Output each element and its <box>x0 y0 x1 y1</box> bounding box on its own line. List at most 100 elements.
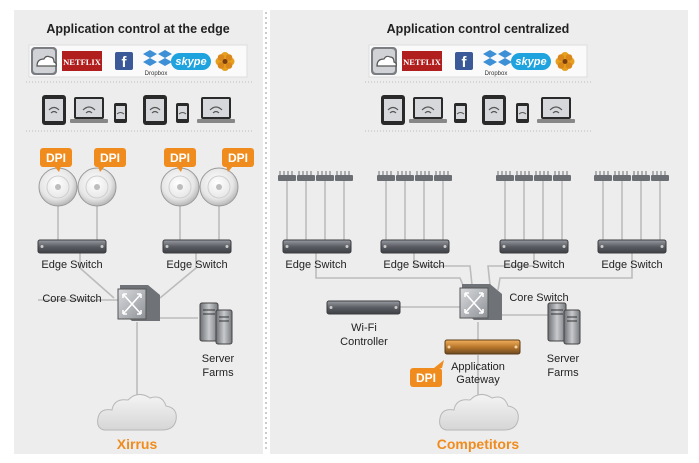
skype-logo: skype <box>511 53 551 70</box>
left-device-row <box>42 95 235 125</box>
laptop-icon <box>197 97 235 123</box>
small-access-point-icon <box>651 171 669 181</box>
dpi-badge: DPI <box>164 148 196 172</box>
svg-text:DPI: DPI <box>100 151 120 165</box>
edge-switch-label: Edge Switch <box>503 259 564 271</box>
app-row-bg <box>28 44 248 78</box>
core-switch-label: Core Switch <box>42 293 101 305</box>
left-core-switch: Core Switch <box>42 285 160 321</box>
svg-text:Dropbox: Dropbox <box>485 71 508 77</box>
small-access-point-icon <box>316 171 334 181</box>
dpi-badge: DPI <box>40 148 72 172</box>
right-heading: Application control centralized <box>387 22 570 36</box>
wifi-controller-label: Controller <box>340 336 388 348</box>
dropbox-logo: Dropbox <box>483 50 512 77</box>
right-panel <box>270 10 688 454</box>
left-edge-switch-2: Edge Switch <box>162 239 232 271</box>
small-access-point-icon <box>613 171 631 181</box>
skype-logo: skype <box>171 53 211 70</box>
server-label: Farms <box>202 367 234 379</box>
left-edge-switch-1: Edge Switch <box>37 239 107 271</box>
flower-icon <box>215 52 235 71</box>
right-app-row: NETFLIX f Dropbox skype <box>368 44 588 78</box>
server-icon <box>547 302 581 345</box>
edge-switch-label: Edge Switch <box>285 259 346 271</box>
application-gateway: Application Gateway <box>444 339 521 386</box>
left-links <box>38 205 220 400</box>
server-label: Server <box>547 353 580 365</box>
cloud-icon <box>439 394 519 431</box>
left-footer-label: Xirrus <box>117 436 158 452</box>
small-access-point-icon <box>534 171 552 181</box>
svg-text:skype: skype <box>175 56 206 68</box>
left-heading: Application control at the edge <box>46 22 229 36</box>
right-edge-switch-4: Edge Switch <box>597 239 667 271</box>
right-edge-switch-2: Edge Switch <box>380 239 450 271</box>
netflix-logo: NETFLIX <box>402 51 442 71</box>
wifi-controller: Wi-Fi Controller <box>326 300 401 348</box>
phone-icon <box>516 103 529 123</box>
svg-text:NETFLIX: NETFLIX <box>403 57 442 67</box>
svg-text:f: f <box>462 54 468 71</box>
svg-text:DPI: DPI <box>416 371 436 385</box>
access-point-icon <box>77 167 117 207</box>
svg-text:f: f <box>122 54 128 71</box>
dropbox-logo: Dropbox <box>143 50 172 77</box>
edge-switch-label: Edge Switch <box>383 259 444 271</box>
small-access-point-icon <box>632 171 650 181</box>
left-app-row: NETFLIX f Dropbox skype <box>28 44 248 78</box>
tablet-icon <box>482 95 506 125</box>
right-edge-switch-1: Edge Switch <box>282 239 352 271</box>
right-access-points <box>278 171 669 181</box>
icloud-icon <box>371 47 397 75</box>
phone-icon <box>114 103 127 123</box>
tablet-icon <box>42 95 66 125</box>
netflix-logo: NETFLIX <box>62 51 102 71</box>
icloud-icon <box>31 47 57 75</box>
right-core-switch: Core Switch <box>459 284 569 320</box>
right-device-row <box>381 95 575 125</box>
facebook-logo: f <box>115 52 133 71</box>
dpi-badge: DPI <box>222 148 254 172</box>
access-point-icon <box>199 167 239 207</box>
gateway-label: Application <box>451 361 505 373</box>
small-access-point-icon <box>515 171 533 181</box>
cloud-icon <box>97 394 177 431</box>
svg-text:DPI: DPI <box>46 151 66 165</box>
dpi-badge: DPI <box>94 148 126 172</box>
svg-text:NETFLIX: NETFLIX <box>63 57 102 67</box>
svg-text:skype: skype <box>515 56 546 68</box>
svg-text:Dropbox: Dropbox <box>145 71 168 77</box>
tablet-icon <box>143 95 167 125</box>
flower-icon <box>555 52 575 71</box>
left-server-farm: Server Farms <box>199 302 235 379</box>
phone-icon <box>176 103 189 123</box>
gateway-label: Gateway <box>456 374 500 386</box>
server-label: Server <box>202 353 235 365</box>
small-access-point-icon <box>278 171 296 181</box>
edge-switch-label: Edge Switch <box>601 259 662 271</box>
left-panel <box>14 10 263 454</box>
dpi-badge: DPI <box>410 360 444 387</box>
small-access-point-icon <box>335 171 353 181</box>
small-access-point-icon <box>496 171 514 181</box>
small-access-point-icon <box>434 171 452 181</box>
access-point-icon <box>38 167 78 207</box>
phone-icon <box>454 103 467 123</box>
small-access-point-icon <box>396 171 414 181</box>
svg-text:DPI: DPI <box>228 151 248 165</box>
app-row-bg <box>368 44 588 78</box>
svg-text:DPI: DPI <box>170 151 190 165</box>
left-dpi-badges: DPI DPI DPI DPI <box>40 148 254 172</box>
right-ap-links <box>286 180 661 240</box>
small-access-point-icon <box>594 171 612 181</box>
small-access-point-icon <box>377 171 395 181</box>
wifi-controller-label: Wi-Fi <box>351 322 377 334</box>
edge-switch-label: Edge Switch <box>41 259 102 271</box>
core-switch-label: Core Switch <box>509 292 568 304</box>
right-server-farm: Server Farms <box>547 302 581 379</box>
laptop-icon <box>70 97 108 123</box>
facebook-logo: f <box>455 52 473 71</box>
server-label: Farms <box>547 367 579 379</box>
